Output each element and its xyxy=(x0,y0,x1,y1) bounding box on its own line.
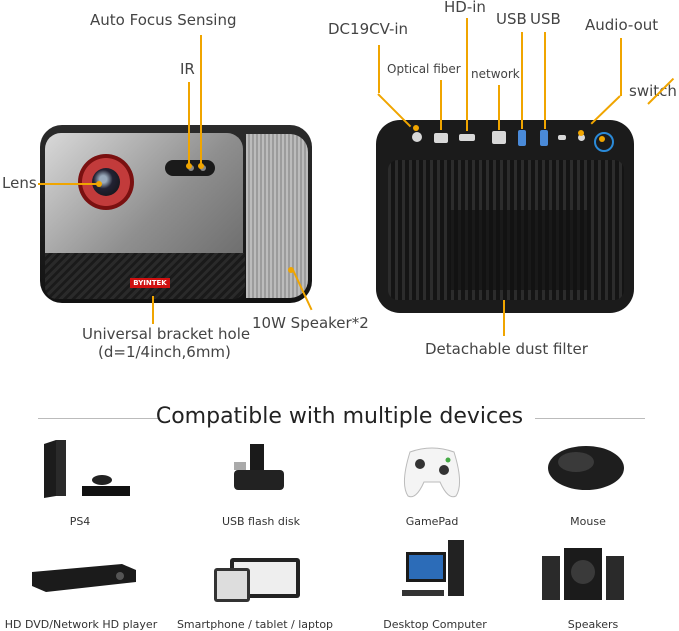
callout-dot-dc xyxy=(413,125,419,131)
ir-window xyxy=(558,135,566,140)
callout-line-lens xyxy=(38,183,98,185)
callout-dot-switch xyxy=(599,136,605,142)
usb-port-2 xyxy=(540,130,548,146)
section-title: Compatible with multiple devices xyxy=(155,404,524,429)
callout-dc: DC19CV-in xyxy=(328,20,409,38)
gamepad-icon xyxy=(404,447,460,498)
callout-lens: Lens xyxy=(2,174,37,192)
device-label-ps4: PS4 xyxy=(69,515,91,528)
hd-in-port xyxy=(459,134,475,141)
projector-side-vent xyxy=(246,134,308,298)
callout-line-audio-v xyxy=(620,38,622,96)
callout-line-hd-in xyxy=(466,18,468,131)
ps4-console-icon xyxy=(44,440,130,498)
callout-bracket-line1: Universal bracket hole xyxy=(82,325,251,343)
callout-usb-2: USB xyxy=(530,10,561,28)
projector-face xyxy=(45,133,243,253)
optical-port xyxy=(434,133,448,143)
callout-line-network xyxy=(498,85,500,130)
callout-line-usb-1 xyxy=(521,32,523,129)
dvd-player-icon xyxy=(32,564,136,592)
callout-usb-1: USB xyxy=(496,10,527,28)
dust-filter-panel xyxy=(450,210,590,290)
callout-speaker: 10W Speaker*2 xyxy=(252,314,369,332)
title-divider-left xyxy=(38,418,158,419)
desktop-computer-icon xyxy=(402,540,464,596)
callout-line-ir xyxy=(188,82,190,165)
smartphone-tablet-laptop-icon xyxy=(214,558,300,602)
callout-line-dc-v xyxy=(378,45,380,93)
title-divider-right xyxy=(535,418,645,419)
device-label-desktop: Desktop Computer xyxy=(383,618,487,631)
callout-line-bracket xyxy=(152,296,154,324)
dc-in-port xyxy=(412,132,422,142)
callout-dot-lens xyxy=(96,181,102,187)
callout-bracket-line2: (d=1/4inch,6mm) xyxy=(98,343,231,361)
usb-flash-disk-icon xyxy=(234,444,284,490)
callout-dot-audio xyxy=(578,130,584,136)
mouse-icon xyxy=(548,446,624,490)
usb-port-1 xyxy=(518,130,526,146)
device-label-dvd: HD DVD/Network HD player xyxy=(4,618,158,631)
device-label-gamepad: GamePad xyxy=(405,515,459,528)
device-label-smartphone: Smartphone / tablet / laptop xyxy=(176,618,334,631)
device-label-mouse: Mouse xyxy=(570,515,606,528)
callout-hd-in: HD-in xyxy=(444,0,486,16)
power-switch xyxy=(594,132,614,152)
callout-audio-out: Audio-out xyxy=(585,16,659,34)
speakers-icon xyxy=(542,548,624,600)
device-label-speakers: Speakers xyxy=(567,618,619,631)
callout-dust-filter: Detachable dust filter xyxy=(425,340,588,358)
callout-dot-speaker xyxy=(288,267,294,273)
callout-line-optical xyxy=(440,80,442,130)
callout-line-usb-2 xyxy=(544,32,546,129)
callout-ir: IR xyxy=(180,60,195,78)
device-label-usb: USB flash disk xyxy=(221,515,301,528)
brand-logo: BYINTEK xyxy=(130,278,170,288)
callout-network: network xyxy=(471,67,520,81)
callout-auto-focus: Auto Focus Sensing xyxy=(90,11,237,29)
callout-dot-ir xyxy=(186,163,192,169)
callout-optical: Optical fiber xyxy=(387,62,461,76)
callout-dot-auto-focus xyxy=(198,163,204,169)
audio-out-port xyxy=(578,134,585,141)
callout-line-auto-focus xyxy=(200,35,202,165)
projector-front-grill xyxy=(45,253,245,299)
callout-line-dust-filter xyxy=(503,300,505,336)
network-port xyxy=(492,131,506,144)
